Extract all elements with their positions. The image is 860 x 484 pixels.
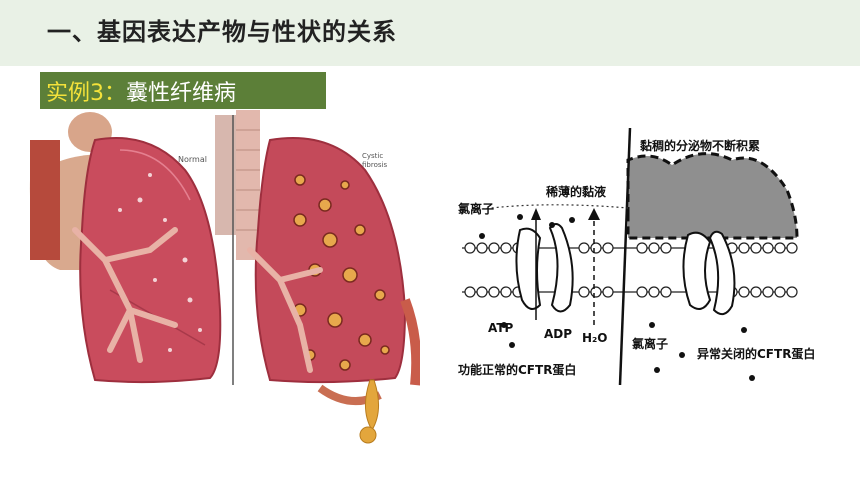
example-prefix: 实例3： <box>46 80 126 106</box>
cf-lung: Cystic fibrosis <box>247 137 407 384</box>
label-chloride-top: 氯离子 <box>458 201 494 216</box>
cftr-diagram: 黏稠的分泌物不断积累 稀薄的黏液 氯离子 ATP ADP H₂O 氯离子 异常关… <box>458 127 815 386</box>
label-water: H₂O <box>582 331 608 345</box>
chloride-ions <box>479 214 755 381</box>
label-closed-cftr: 异常关闭的CFTR蛋白 <box>697 346 815 361</box>
cf-trachea <box>236 110 260 260</box>
label-mucus-thick: 黏稠的分泌物不断积累 <box>640 138 760 153</box>
lung-illustration: Normal Cystic fibrosis <box>29 110 420 444</box>
example-label: 实例3： 囊性纤维病 <box>40 72 326 109</box>
cf-label-line1: Cystic <box>362 152 383 160</box>
mucus-drop <box>359 379 379 444</box>
label-adp: ADP <box>544 327 572 341</box>
label-chloride-bottom: 氯离子 <box>632 336 668 351</box>
normal-lung: Normal <box>72 137 222 384</box>
header-band <box>0 0 860 66</box>
page-title: 一、基因表达产物与性状的关系 <box>47 18 397 46</box>
example-name: 囊性纤维病 <box>126 80 237 106</box>
cf-label-line2: fibrosis <box>362 161 387 169</box>
membrane-top <box>462 247 797 293</box>
label-mucus-thin: 稀薄的黏液 <box>546 184 606 199</box>
normal-label: Normal <box>178 155 207 164</box>
label-atp: ATP <box>488 321 514 335</box>
closed-cftr <box>682 230 736 316</box>
normal-cftr <box>515 223 574 313</box>
label-normal-cftr: 功能正常的CFTR蛋白 <box>458 362 576 377</box>
phospholipids <box>464 242 798 298</box>
